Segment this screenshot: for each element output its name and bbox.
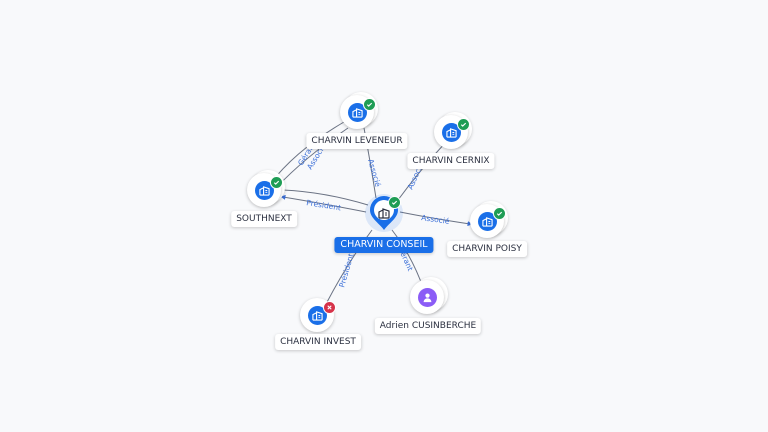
- building-icon: [378, 204, 390, 219]
- edge-line-southnext: [280, 194, 367, 213]
- node-adrien-cusinberche[interactable]: [410, 277, 450, 320]
- building-icon: [348, 103, 367, 122]
- node-charvin-cernix[interactable]: [434, 112, 474, 155]
- check-icon: [270, 176, 283, 189]
- edge-label-southnext: Président: [306, 198, 342, 212]
- edge-line-poisy: [399, 211, 473, 227]
- node-charvin-conseil[interactable]: [362, 192, 408, 238]
- edge-line-invest: [324, 229, 373, 307]
- node-label[interactable]: Adrien CUSINBERCHE: [374, 318, 482, 334]
- node-charvin-invest[interactable]: [300, 298, 340, 338]
- node-label[interactable]: CHARVIN CERNIX: [407, 153, 495, 169]
- center-node-label[interactable]: CHARVIN CONSEIL: [334, 237, 434, 253]
- node-label[interactable]: SOUTHNEXT: [231, 211, 297, 227]
- building-icon: [308, 306, 327, 325]
- node-southnext[interactable]: [247, 170, 287, 213]
- check-icon: [388, 196, 401, 209]
- check-icon: [363, 98, 376, 111]
- node-charvin-poisy[interactable]: [470, 201, 510, 244]
- person-icon: [418, 288, 437, 307]
- edge-label-invest: Président: [337, 252, 355, 288]
- node-label[interactable]: CHARVIN LEVENEUR: [306, 133, 408, 149]
- check-icon: [493, 207, 506, 220]
- edge-line-southnext-2: [282, 189, 369, 206]
- node-label[interactable]: CHARVIN POISY: [447, 241, 527, 257]
- building-icon: [478, 212, 497, 231]
- node-label[interactable]: CHARVIN INVEST: [275, 334, 361, 350]
- edge-label-leveneur: Associé: [366, 158, 383, 188]
- building-icon: [255, 181, 274, 200]
- edge-label-poisy: Associé: [421, 213, 451, 226]
- node-charvin-leveneur[interactable]: [340, 92, 380, 135]
- check-icon: [457, 118, 470, 131]
- edge-line-cernix: [397, 141, 447, 201]
- close-icon: [323, 301, 336, 314]
- building-icon: [442, 123, 461, 142]
